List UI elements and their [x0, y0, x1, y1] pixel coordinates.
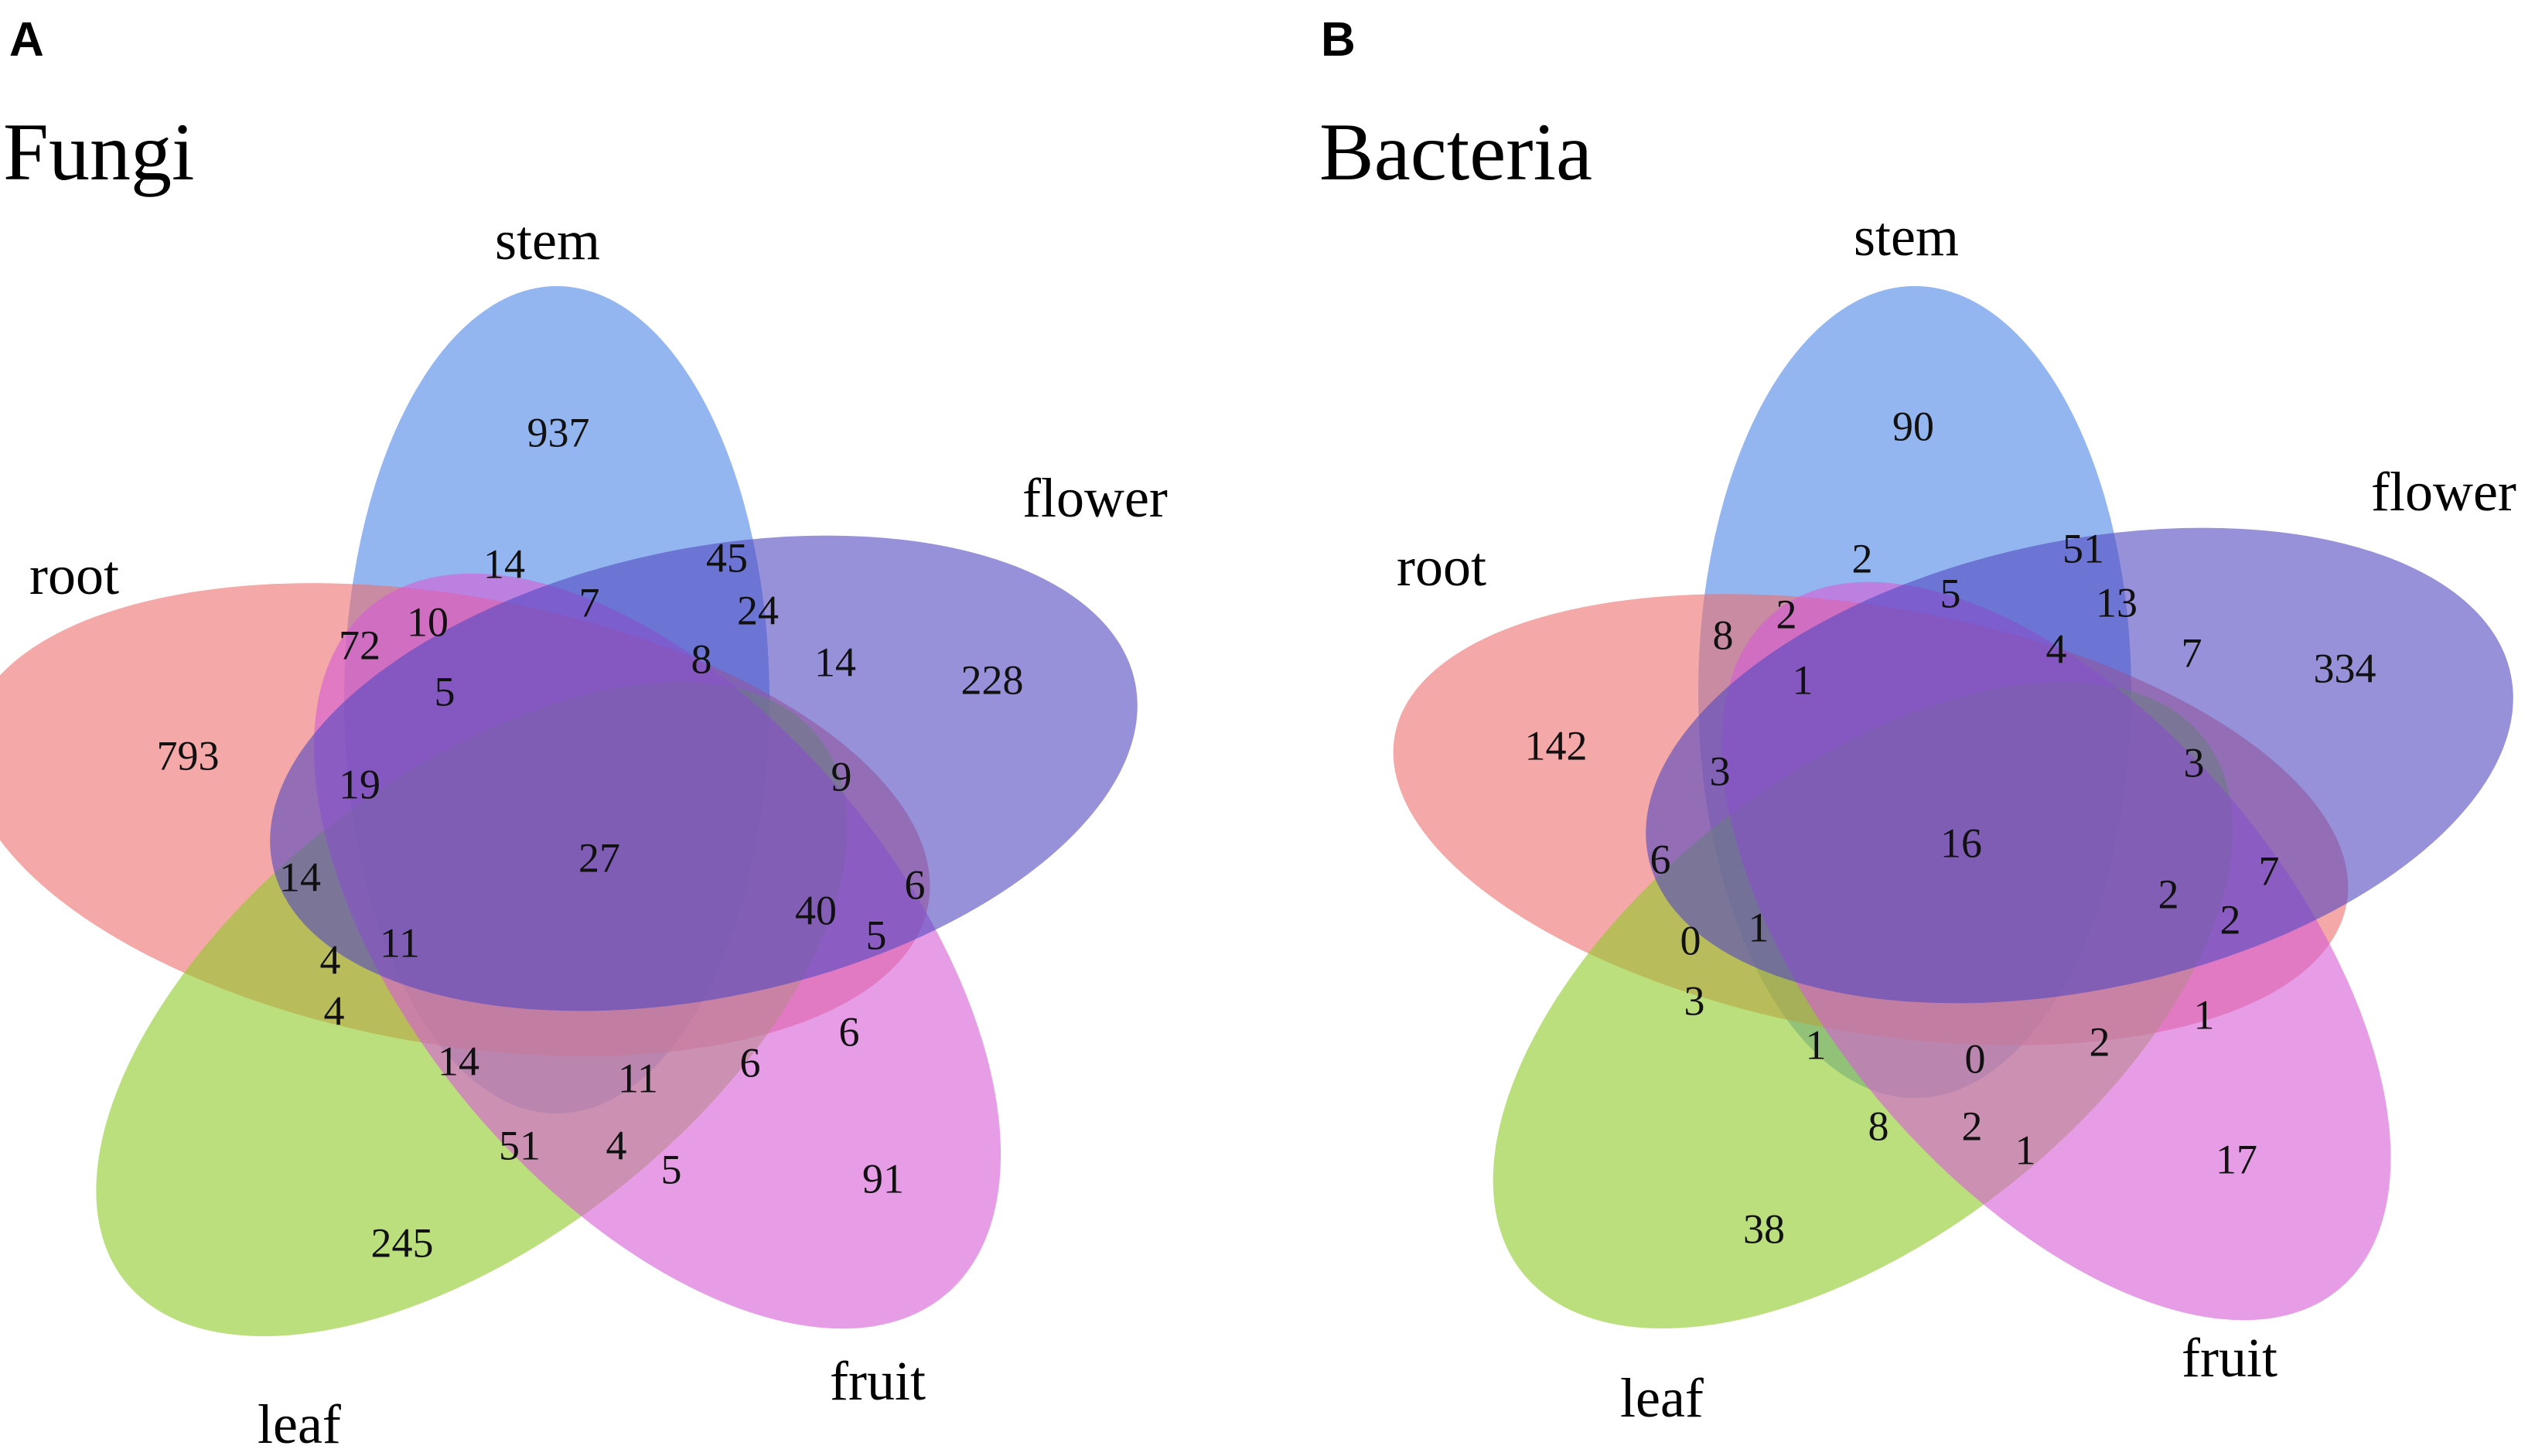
region-count: 51	[499, 1122, 541, 1168]
region-count: 4	[2046, 626, 2067, 672]
region-count: 3	[1710, 748, 1731, 794]
region-count: 0	[1965, 1035, 1986, 1082]
region-count: 5	[661, 1146, 682, 1192]
region-count: 1	[1749, 904, 1769, 950]
region-count: 4	[606, 1122, 627, 1168]
region-count: 45	[706, 534, 748, 581]
panel-title-fungi: Fungi	[3, 107, 194, 197]
panel-title-bacteria: Bacteria	[1319, 107, 1592, 197]
region-count: 6	[740, 1039, 761, 1086]
region-count: 2	[2158, 871, 2179, 917]
region-count: 2	[2090, 1018, 2110, 1065]
region-count: 9	[831, 753, 852, 800]
region-count: 793	[157, 732, 220, 779]
region-count: 1	[2015, 1127, 2036, 1173]
region-count: 17	[2216, 1136, 2257, 1182]
region-count: 142	[1525, 722, 1588, 769]
region-count: 10	[407, 598, 449, 645]
region-count: 72	[339, 622, 380, 668]
ellipse-flower	[1646, 527, 2513, 1004]
panel-letter-a: A	[9, 13, 44, 66]
region-count: 2	[1776, 591, 1797, 637]
region-count: 245	[371, 1219, 434, 1266]
venn-diagram-bacteria: B Bacteria stem flower root leaf fruit 9…	[1319, 13, 2516, 1429]
region-count: 24	[737, 587, 779, 633]
set-label-flower: flower	[1022, 467, 1168, 529]
region-count: 6	[839, 1008, 860, 1055]
set-label-leaf: leaf	[1620, 1367, 1704, 1429]
region-count: 3	[1684, 977, 1705, 1024]
region-count: 2	[1852, 535, 1873, 581]
region-count: 27	[578, 834, 620, 881]
region-count: 937	[527, 409, 590, 455]
region-count: 8	[691, 636, 712, 682]
venn-diagram-fungi: A Fungi stem flower root leaf fruit 937 2…	[0, 13, 1168, 1455]
region-count: 11	[618, 1055, 658, 1101]
panel-a-fungi: A Fungi stem flower root leaf fruit 937 2…	[0, 13, 1168, 1455]
region-count: 19	[339, 761, 380, 807]
region-count: 6	[905, 861, 926, 908]
region-count: 7	[2259, 847, 2280, 894]
region-count: 1	[1793, 656, 1813, 703]
region-count: 5	[1940, 570, 1961, 616]
set-label-stem: stem	[1854, 206, 1959, 268]
region-count: 51	[2062, 525, 2104, 571]
region-count: 334	[2314, 645, 2376, 691]
region-count: 8	[1868, 1103, 1889, 1149]
region-count: 4	[324, 987, 345, 1034]
region-count: 3	[2184, 739, 2205, 786]
region-count: 14	[438, 1038, 479, 1084]
set-label-flower: flower	[2371, 461, 2516, 523]
region-count: 38	[1743, 1205, 1785, 1252]
region-count: 8	[1713, 612, 1734, 658]
region-count: 2	[1962, 1103, 1983, 1149]
region-count: 90	[1892, 403, 1934, 449]
set-label-root: root	[1397, 536, 1486, 598]
region-count: 16	[1940, 820, 1982, 866]
region-count: 13	[2096, 579, 2138, 626]
region-count: 91	[862, 1155, 904, 1202]
region-count: 2	[2220, 896, 2241, 943]
region-count: 40	[795, 887, 837, 933]
region-count: 14	[483, 540, 525, 587]
set-label-stem: stem	[495, 210, 600, 271]
region-count: 1	[1806, 1021, 1827, 1068]
region-count: 1	[2194, 991, 2215, 1038]
region-count: 14	[814, 639, 856, 685]
set-label-fruit: fruit	[2182, 1327, 2277, 1389]
region-count: 7	[579, 579, 600, 626]
panel-letter-b: B	[1321, 13, 1356, 66]
region-count: 228	[961, 656, 1024, 703]
ellipse-flower	[270, 535, 1138, 1011]
region-count: 7	[2182, 629, 2202, 676]
set-label-root: root	[29, 544, 119, 606]
panel-b-bacteria: B Bacteria stem flower root leaf fruit 9…	[1268, 0, 2535, 1456]
region-count: 5	[866, 912, 887, 958]
region-count: 4	[320, 936, 341, 983]
region-count: 6	[1650, 836, 1671, 882]
region-count: 0	[1680, 917, 1701, 963]
region-count: 14	[279, 854, 321, 900]
region-count: 11	[380, 919, 420, 966]
set-label-leaf: leaf	[258, 1393, 341, 1455]
set-label-fruit: fruit	[830, 1350, 926, 1412]
region-count: 5	[435, 668, 455, 714]
